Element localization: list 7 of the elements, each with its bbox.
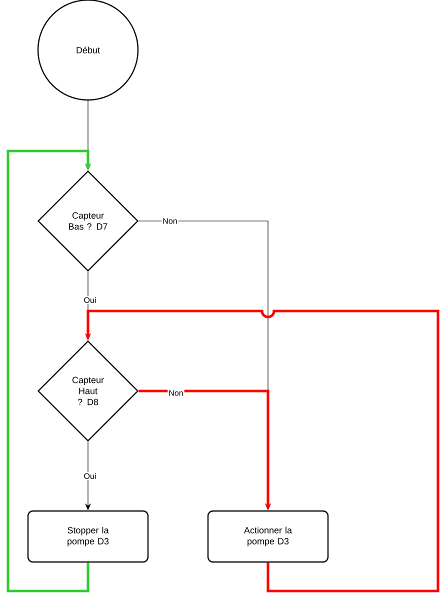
process-box: Stopper la pompe D3 bbox=[27, 510, 149, 563]
edge-label: Oui bbox=[82, 296, 98, 304]
edge-label: Oui bbox=[82, 472, 98, 480]
arrow bbox=[6, 150, 92, 592]
edge-label: Non bbox=[162, 217, 178, 225]
edge-label: Non bbox=[168, 389, 184, 397]
process-box: Actionner la pompe D3 bbox=[207, 510, 329, 563]
